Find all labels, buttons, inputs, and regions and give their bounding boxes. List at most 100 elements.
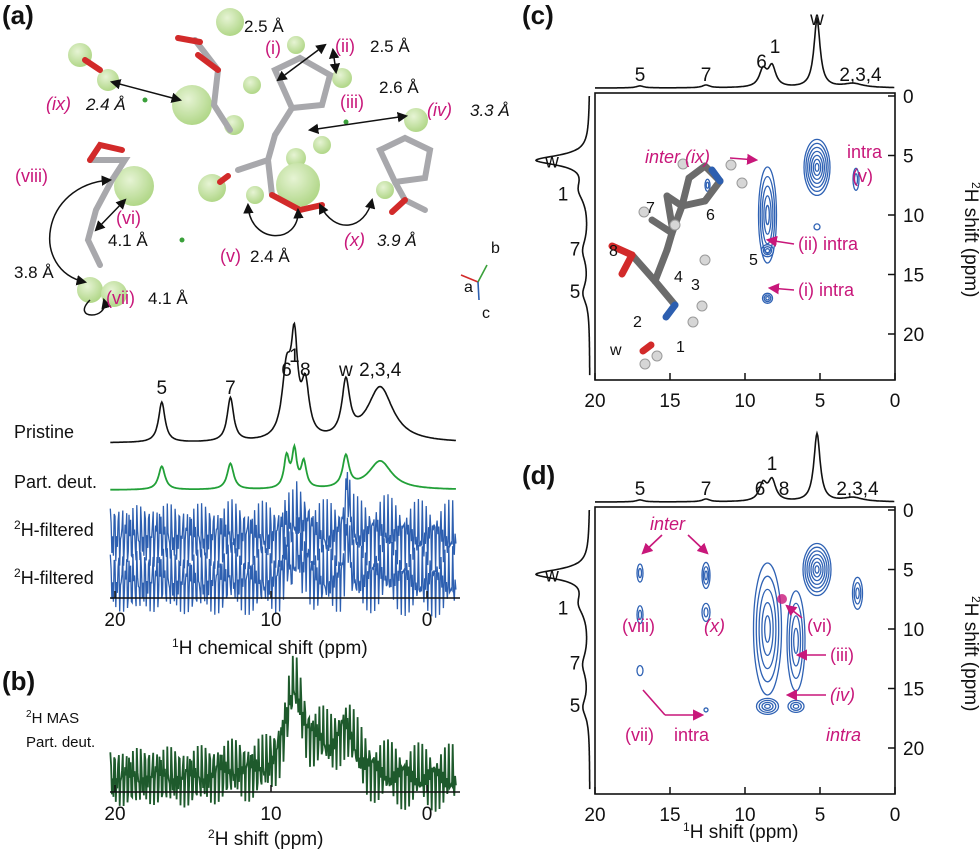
contour-level [764,248,771,254]
atom-label-7: 7 [646,200,655,217]
label-viii: (viii) [15,166,48,186]
panel-c-y-label: 2H shift (ppm) [960,182,980,297]
contour-level [788,602,804,680]
spectra-traces [109,321,457,618]
c-ann-ii-intra: (ii) intra [798,234,859,254]
dist-vii: 4.1 Å [148,289,188,308]
top-peak-label: 6 [755,479,766,500]
contour-level [852,167,860,191]
d-ann-x: (x) [704,616,725,636]
contour-level [808,150,826,185]
contour-level [703,707,709,713]
d-highlight-dot [777,594,787,604]
dist-ix: 2.4 Å [85,95,126,114]
trace-label-filtered-1: 2H-filtered [14,518,94,540]
peak-label: 6 [281,360,292,381]
left-peak-label: 5 [570,696,581,717]
atom-label-w: w [609,342,622,359]
d-ann-iv: (iv) [830,685,855,705]
contour-level [764,703,771,709]
trace-h-filtered-2 [109,516,457,618]
trace-label-filtered-2: 2H-filtered [14,566,94,588]
tick-label: 10 [260,610,281,631]
c-ann-intra-v-2: (v) [852,166,873,186]
d-ann-iii: (iii) [830,645,854,665]
tick-label: 0 [422,610,433,631]
tick-label: 20 [903,739,924,760]
top-peak-label: 7 [701,65,712,86]
tick-label: 20 [584,805,605,826]
c-arrow-ii [765,235,795,247]
tick-label: 0 [890,805,901,826]
left-peak-label: w [544,151,559,172]
tick-label: 5 [903,561,914,582]
contour-level [752,562,783,696]
contour-level [765,204,770,226]
contour-level [807,146,827,189]
d-arrow-inter-right [687,534,709,555]
top-peak-label: 5 [635,479,646,500]
distance-arrows [49,43,409,316]
d-ann-inter: inter [650,514,686,534]
trace-label-pristine: Pristine [14,422,74,442]
histidine-molecule: 7 6 8 5 4 3 2 1 w [608,158,758,370]
contour-level [636,665,644,677]
d-ann-intra-right: intra [826,725,861,745]
tick-label: 0 [903,87,914,108]
left-peak-label: 7 [570,239,581,260]
c-ann-i-intra: (i) intra [798,280,855,300]
contour-level [812,158,822,177]
left-peak-label: w [544,565,559,586]
panel-b-x-label: 2H shift (ppm) [208,827,323,850]
panel-a-structure: (a) [2,0,510,322]
contour-level [805,142,829,193]
top-peak-label: 2,3,4 [839,65,882,86]
atom-label-3: 3 [691,277,700,294]
contour-level [855,587,860,600]
atom-label-8: 8 [609,243,618,260]
panel-d-top-projection [595,430,895,503]
trace-label-partdeut: Part. deut. [14,472,97,492]
panel-c-contours [704,138,860,304]
tick-label: 5 [815,391,826,412]
contour-level [755,575,780,683]
atom-label-2: 2 [633,314,642,331]
triad-a: a [464,279,473,296]
dist-iii: 2.6 Å [379,78,419,97]
d-arrow-vii-line [642,689,666,716]
peak-label: 2,3,4 [359,360,402,381]
contour-level [704,178,711,192]
contour-level [705,181,710,189]
trace-part-deut [110,442,457,491]
panel-label-a: (a) [2,0,34,30]
tick-label: 15 [903,266,924,287]
contour-level [765,295,770,301]
contour-level [758,699,777,713]
contour-level [808,553,826,586]
label-ix: (ix) [46,94,71,114]
left-peak-label: 7 [570,653,581,674]
contour-level [763,195,772,235]
tick-label: 15 [659,805,680,826]
contour-level [806,550,828,589]
dist-vi: 4.1 Å [108,231,148,250]
d-arrow-vi [785,604,803,619]
peak-label: 7 [225,378,236,399]
contour-level [793,627,799,655]
contour-level [764,615,771,643]
atom-label-4: 4 [674,269,683,286]
contour-level [810,154,824,181]
label-v: (v) [220,246,241,266]
tick-label: 10 [734,391,755,412]
panel-label-c: (c) [522,0,554,30]
peak-label: w [338,360,353,381]
label-vi: (vi) [116,208,141,228]
